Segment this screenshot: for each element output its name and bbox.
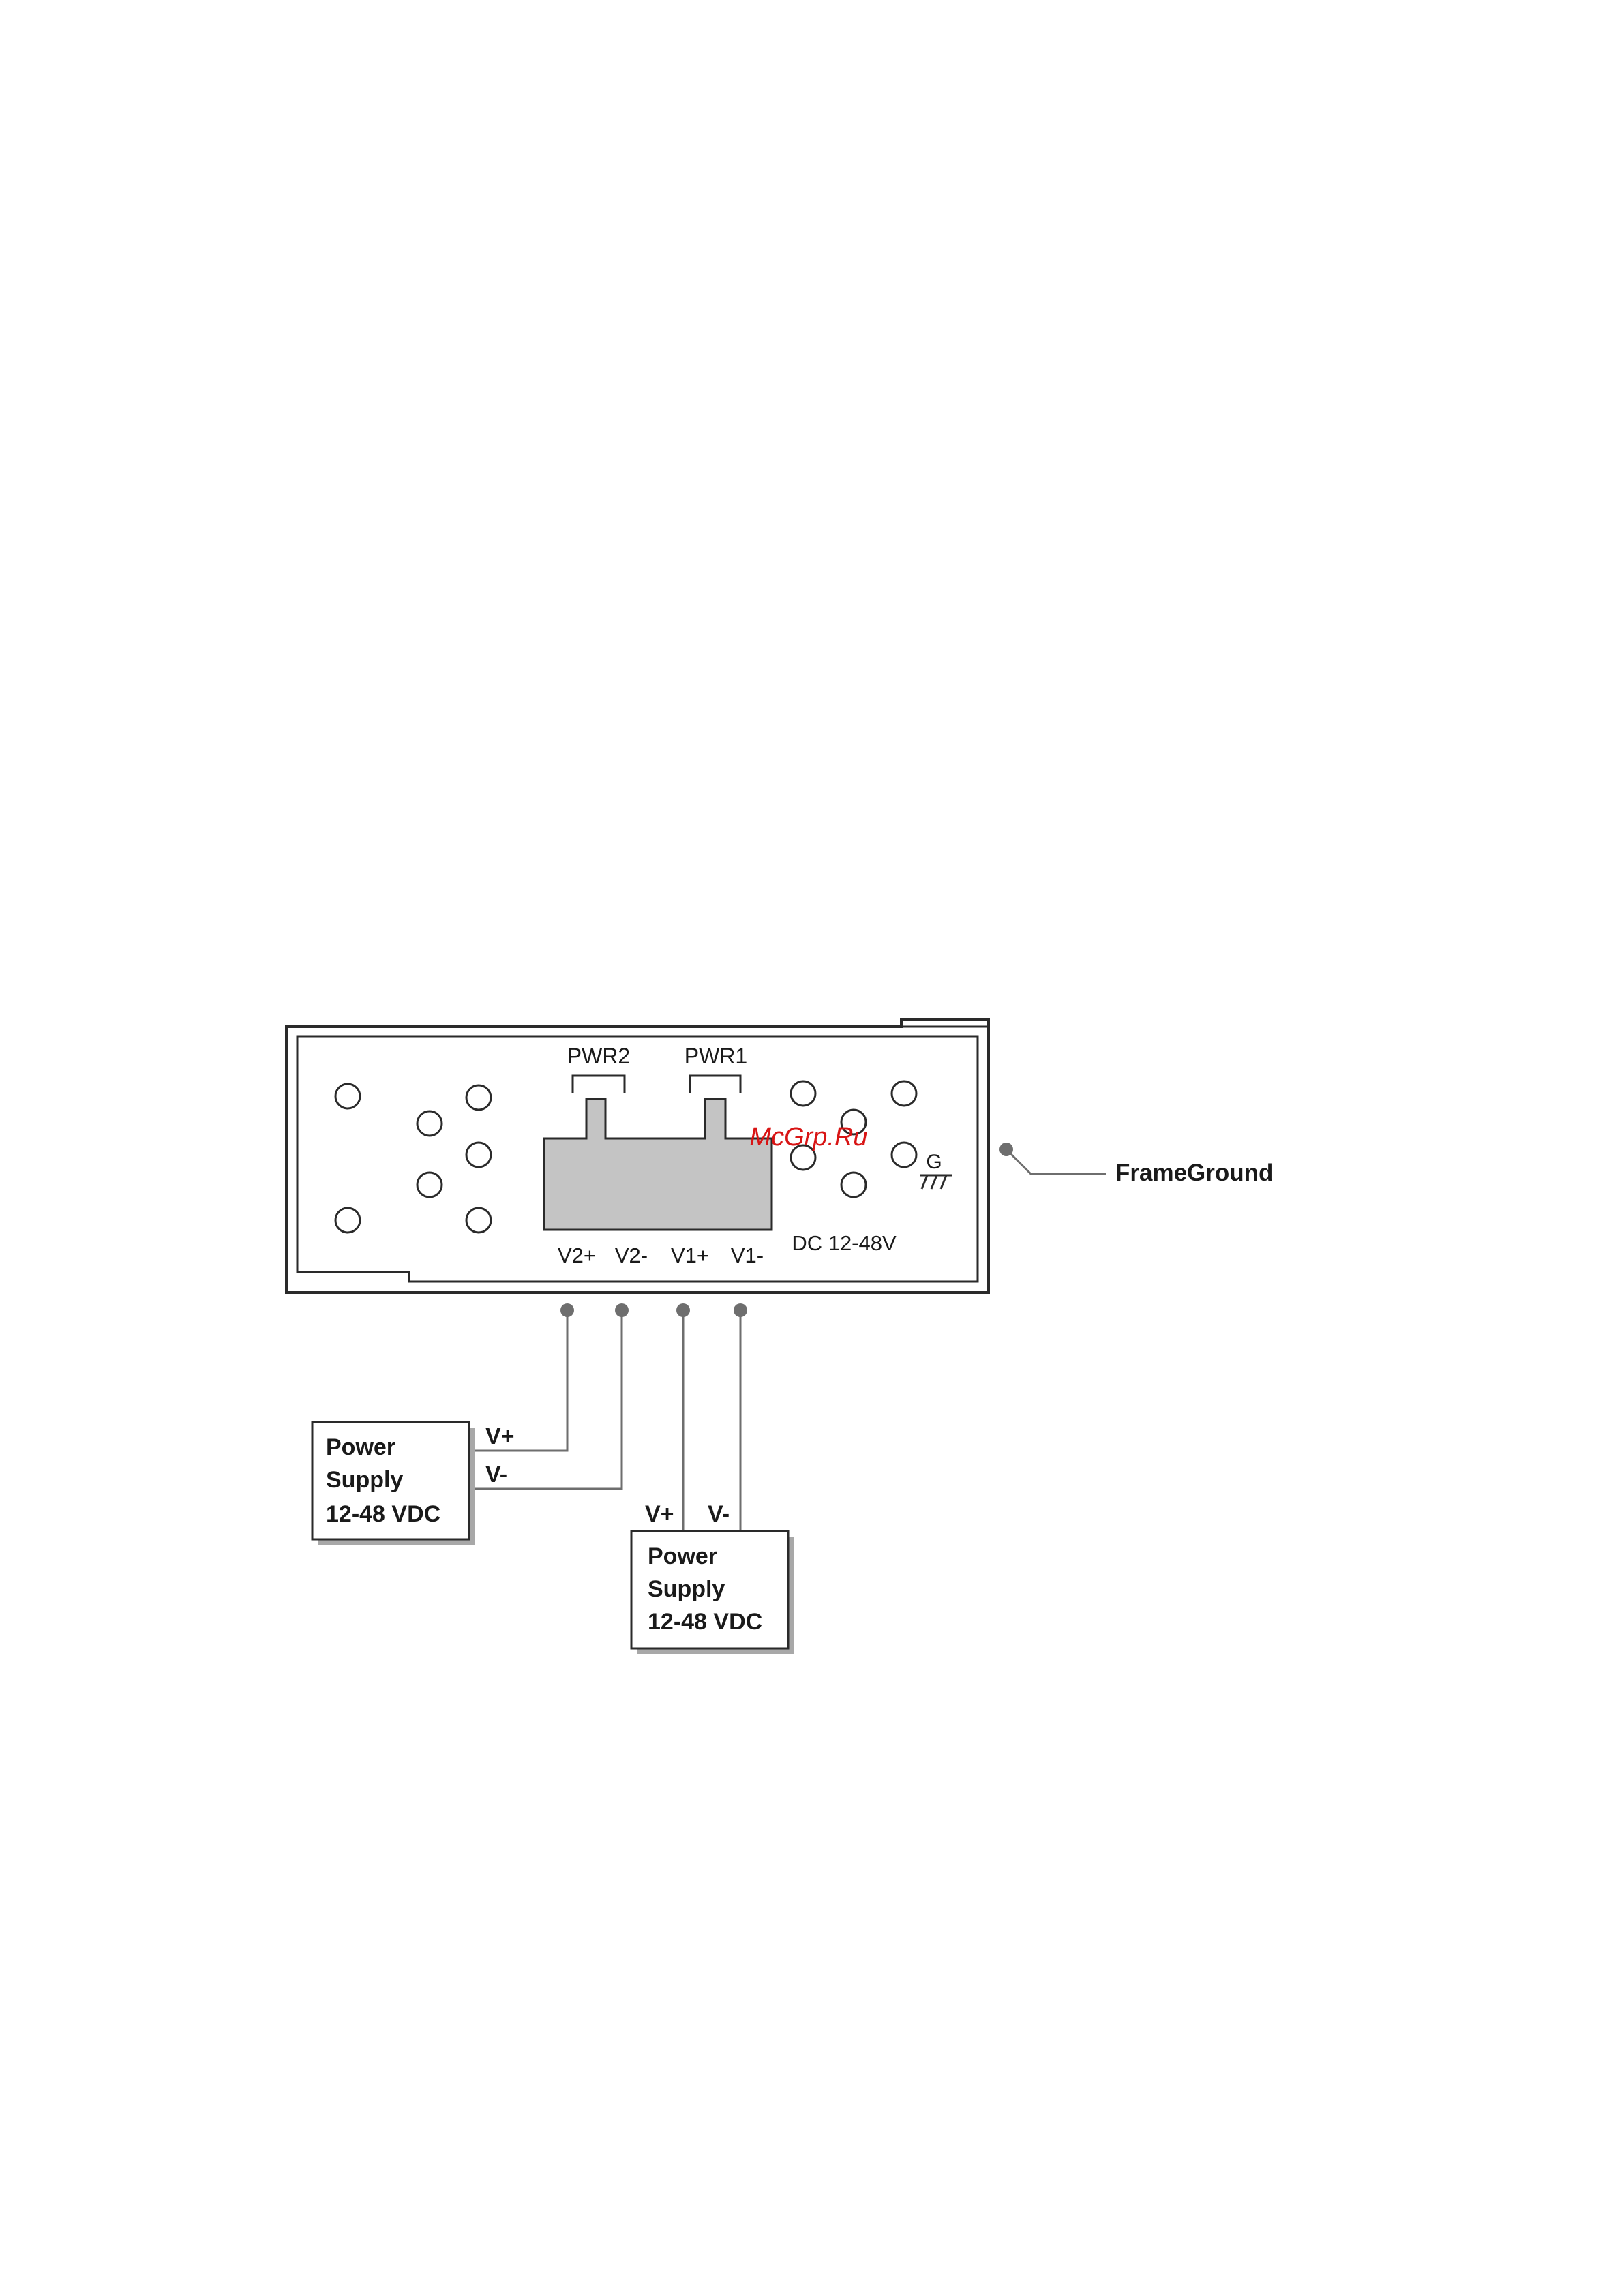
supply-minus-label: V- bbox=[485, 1462, 507, 1487]
supply-line-2: Supply bbox=[648, 1576, 725, 1602]
hole bbox=[335, 1084, 360, 1108]
watermark-text: McGrp.Ru bbox=[749, 1123, 867, 1151]
power-supply-right: Power Supply 12-48 VDC V+ V- bbox=[631, 1501, 794, 1654]
frame-ground-callout: FrameGround bbox=[999, 1143, 1273, 1186]
terminal-label-v2-minus: V2- bbox=[615, 1243, 648, 1267]
pwr2-bracket bbox=[573, 1076, 625, 1093]
hole bbox=[466, 1208, 491, 1233]
pwr1-label: PWR1 bbox=[685, 1044, 747, 1068]
power-supply-left: Power Supply 12-48 VDC V+ V- bbox=[312, 1422, 515, 1545]
ground-icon: G bbox=[920, 1151, 952, 1189]
hole bbox=[841, 1173, 866, 1197]
terminal-block bbox=[544, 1099, 772, 1230]
hole bbox=[892, 1081, 916, 1106]
terminal-label-v1-minus: V1- bbox=[731, 1243, 764, 1267]
supply-line-3: 12-48 VDC bbox=[648, 1609, 762, 1635]
supply-minus-label: V- bbox=[708, 1501, 730, 1527]
supply-line-2: Supply bbox=[326, 1467, 403, 1493]
supply-line-1: Power bbox=[648, 1543, 717, 1569]
ground-symbol-label: G bbox=[926, 1151, 942, 1173]
terminal-label-v1-plus: V1+ bbox=[671, 1243, 709, 1267]
ground-hatch bbox=[941, 1175, 946, 1189]
frame-ground-leader bbox=[1006, 1149, 1106, 1174]
hole bbox=[791, 1081, 815, 1106]
hole bbox=[417, 1173, 442, 1197]
terminal-dot-v2-minus bbox=[615, 1303, 629, 1317]
ground-hatch bbox=[931, 1175, 937, 1189]
frame-ground-label: FrameGround bbox=[1115, 1160, 1273, 1186]
wire-dots bbox=[560, 1303, 747, 1317]
hole bbox=[335, 1208, 360, 1233]
supply-plus-label: V+ bbox=[645, 1501, 674, 1527]
wires bbox=[472, 1310, 740, 1531]
ground-hatch bbox=[922, 1175, 927, 1189]
hole bbox=[892, 1143, 916, 1167]
terminal-dot-v1-minus bbox=[734, 1303, 747, 1317]
terminal-dot-v1-plus bbox=[676, 1303, 690, 1317]
voltage-label: DC 12-48V bbox=[792, 1231, 897, 1255]
pwr2-label: PWR2 bbox=[567, 1044, 630, 1068]
supply-line-1: Power bbox=[326, 1434, 395, 1460]
pwr1-bracket bbox=[690, 1076, 740, 1093]
terminal-dot-v2-plus bbox=[560, 1303, 574, 1317]
device-panel: PWR2 PWR1 V2+ V2- V1+ V1- DC 12-48V G bbox=[286, 1020, 989, 1293]
hole bbox=[417, 1111, 442, 1136]
terminal-label-v2-plus: V2+ bbox=[558, 1243, 596, 1267]
hole bbox=[466, 1085, 491, 1110]
supply-plus-label: V+ bbox=[485, 1423, 515, 1449]
supply-line-3: 12-48 VDC bbox=[326, 1501, 440, 1527]
hole bbox=[466, 1143, 491, 1167]
